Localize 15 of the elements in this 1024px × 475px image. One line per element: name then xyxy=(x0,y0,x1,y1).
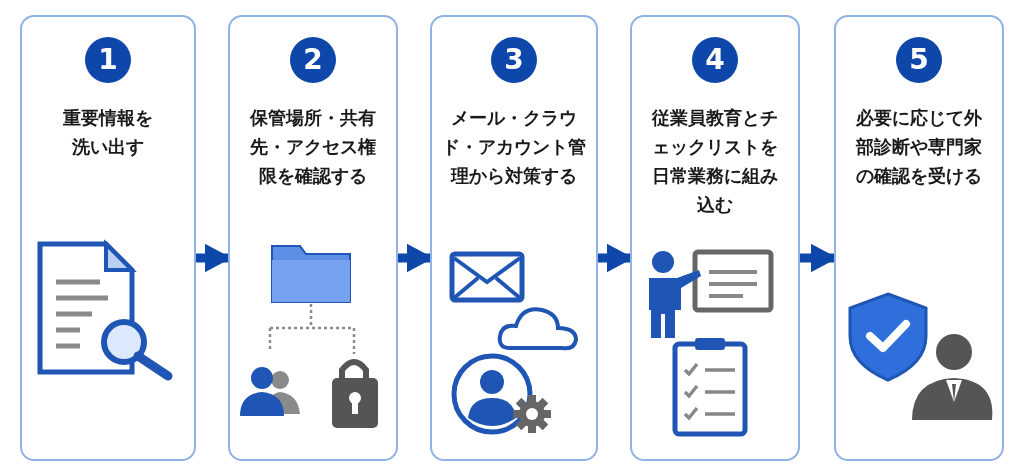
step-number: 3 xyxy=(491,37,537,83)
step-text: 必要に応じて外部診断や専門家の確認を受ける xyxy=(855,106,983,188)
step-card xyxy=(834,15,1004,461)
step-text: 重要情報を洗い出す xyxy=(62,106,154,159)
step-number: 2 xyxy=(290,37,336,83)
step-card xyxy=(228,15,398,461)
step-number: 1 xyxy=(85,37,131,83)
step-text: メール・クラウド・アカウント管理から対策する xyxy=(441,106,587,188)
step-card xyxy=(630,15,800,461)
step-text: 保管場所・共有先・アクセス権限を確認する xyxy=(248,106,377,188)
step-number: 5 xyxy=(896,37,942,83)
step-text: 従業員教育とチェックリストを日常業務に組み込む xyxy=(650,106,779,217)
step-number: 4 xyxy=(692,37,738,83)
step-card xyxy=(430,15,598,461)
step-card xyxy=(20,15,196,461)
